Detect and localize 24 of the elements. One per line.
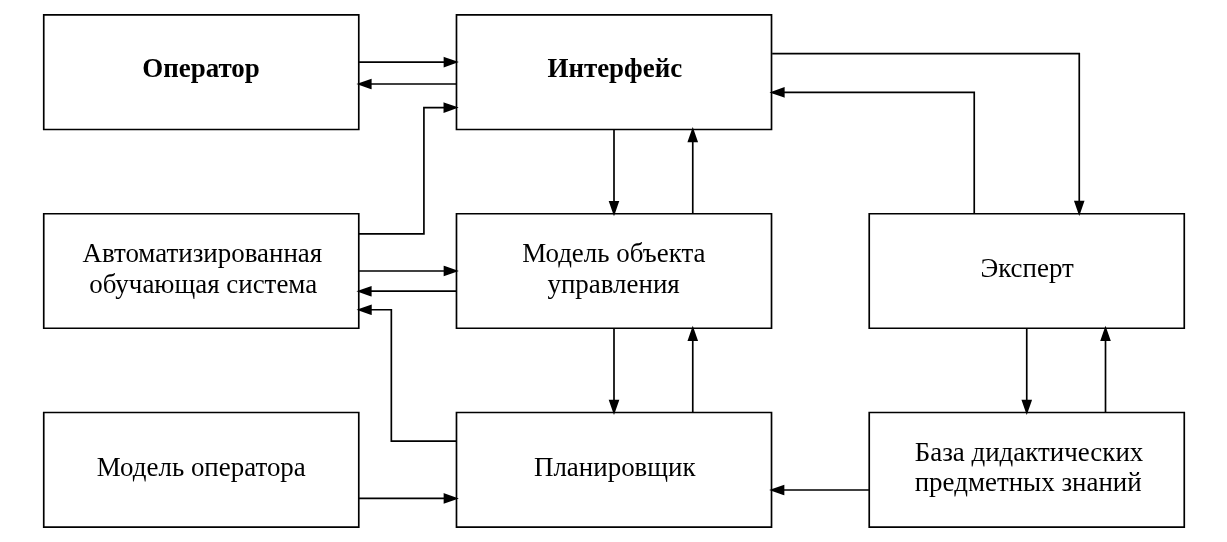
arrow [356,304,457,442]
arrow [357,493,459,504]
arrow [770,52,1085,216]
node-box: Планировщик [455,411,772,528]
node-box: Эксперт [867,212,1185,330]
node-box: Модель оператора [42,411,360,528]
node-box: Автоматизированная обучающая система [42,212,360,330]
arrow [1099,325,1111,414]
node-box: База дидактических предметных знаний [867,411,1185,528]
arrow [768,484,870,496]
node-box: Интерфейс [455,14,772,131]
arrow [768,87,975,215]
arrow [355,285,457,297]
arrow [686,127,698,215]
arrow [357,56,459,68]
arrow [355,78,457,90]
arrow [1020,327,1032,415]
arrow [357,102,459,235]
arrow [686,325,698,414]
arrow [357,265,459,277]
node-box: Оператор [42,14,360,131]
node-box: Модель объекта управления [455,212,772,330]
arrow [608,128,619,217]
arrow [608,327,619,415]
